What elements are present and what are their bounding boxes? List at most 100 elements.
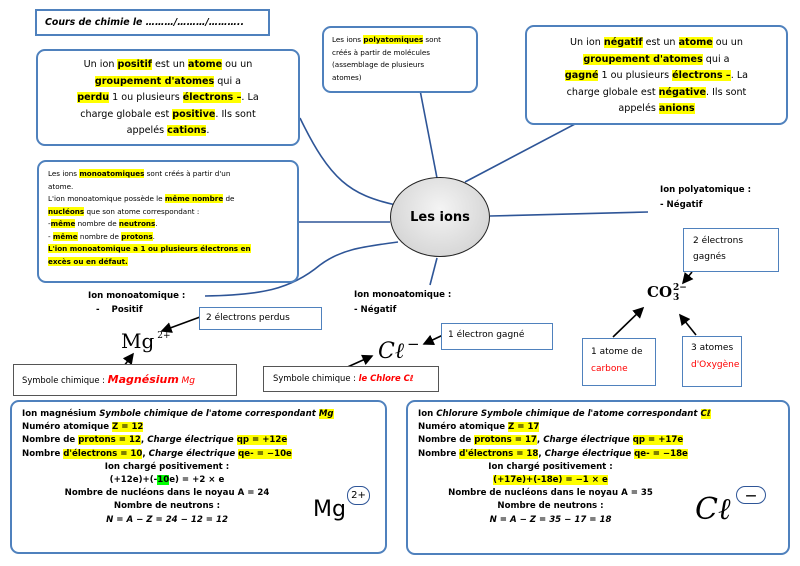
highlighted-term: atome [187,59,223,70]
highlighted-term: d'électrons = 10 [63,448,143,459]
negative-line-3: gagné 1 ou plusieurs électrons –. La [527,68,786,85]
line-to-negative-box [464,123,576,183]
text-segment: Les ions [48,169,80,178]
mg-detail-line-1: Ion magnésium Symbole chimique de l'atom… [22,408,385,421]
text-segment: . Ils sont [215,108,256,120]
positive-line-5: appelés cations. [38,123,298,140]
mono-line-8: excès ou en défaut. [48,256,128,266]
text-segment: appelés [618,103,659,114]
mono-negative-label: Ion monoatomique : - Négatif [354,288,451,318]
highlighted-term: anions [658,103,695,114]
text-segment: est un [642,37,679,48]
negative-line-2: groupement d'atomes qui a [527,52,786,69]
mono-line-2: atome. [48,181,74,191]
cl-detail-line-4: Nombre d'électrons = 18, Charge électriq… [418,448,788,461]
text-segment: Un ion [83,59,118,70]
text-segment: , [140,435,148,446]
text-segment: Chlorure [436,409,478,419]
center-node-les-ions: Les ions [390,177,490,257]
text-segment: 1 ou plusieurs [598,70,673,81]
mono-line-5: -même nombre de neutrons. [48,218,297,231]
co3-charge: 2− [673,283,687,293]
highlighted-term: même nombre [164,194,224,203]
cl-detail-line-5: Ion chargé positivement : [488,461,613,472]
cl-detail-line-9: N = A − Z = 35 − 17 = 18 [489,514,612,525]
poly-line-3: (assemblage de plusieurs [332,60,425,69]
arrow-carbon [612,306,645,338]
poly-line-1: Les ions polyatomiques sont [332,34,476,47]
poly-line-2: créés à partir de molécules [332,47,431,57]
highlighted-term: qe- = −18e [634,448,688,459]
mono-negative-sub: - Négatif [354,305,397,315]
poly-line-4: atomes) [332,72,362,82]
cl-detail-line-8: Nombre de neutrons : [497,501,604,512]
mg-charge: 2+ [157,331,171,341]
highlighted-term: neutrons [118,219,156,228]
text-segment: . [155,219,158,228]
mg-electrons-callout: 2 électrons perdus [199,307,322,330]
cl-symbol: Cℓ [378,339,404,364]
text-segment: - [48,219,51,228]
text-segment: 1 ou plusieurs [109,92,183,103]
line-to-mono-negative [429,257,438,286]
oxygen-box: 3 atomes d'Oxygène [682,336,742,387]
title-box: Cours de chimie le ………/………/……….. [35,9,270,36]
highlighted-term: groupement d'atomes [94,75,215,87]
highlighted-term: qp = +17e [632,435,684,446]
cl-symbol-name: le Chlore Cℓ [358,373,414,383]
highlighted-term: protons [121,231,153,241]
arrow-cl-electron [422,334,444,345]
highlighted-term: groupement d'atomes [583,53,703,65]
highlighted-term: négative [658,86,706,98]
highlighted-term: même [50,219,76,228]
highlighted-term: Cℓ [700,409,711,419]
highlighted-term: Z = 12 [112,422,144,433]
text-segment: de [223,194,235,203]
co3-subscript: 3 [673,293,680,303]
mono-line-7: L'ion monoatomique a 1 ou plusieurs élec… [48,244,251,253]
cl-ion-symbol: Cℓ− [378,335,420,364]
center-node-label: Les ions [410,209,470,225]
cl-detail-line-2: Numéro atomique Z = 17 [418,421,788,434]
mg-detail-box: Ion magnésium Symbole chimique de l'atom… [10,400,387,554]
mg-symbol-name: Magnésium [107,373,179,386]
text-segment: , [142,448,149,459]
text-segment: ou un [712,37,743,48]
text-segment: Nombre [22,448,64,459]
positive-line-2: groupement d'atomes qui a [38,74,298,91]
highlighted-term: protons = 12 [78,435,141,446]
mg-detail-line-3: Nombre de protons = 12, Charge électriqu… [22,434,385,447]
cl-big-symbol: Cℓ [695,492,731,527]
highlighted-term: électrons – [672,70,731,81]
highlighted-term: Z = 17 [508,422,540,433]
mono-line-1: Les ions monoatomiques sont créés à part… [48,168,297,181]
highlighted-term: positif [117,59,152,70]
highlighted-term: monoatomiques [79,169,145,178]
highlighted-term: positive [172,108,216,120]
mono-line-6: - même nombre de protons. [48,231,297,244]
mg-detail-line-6: (+12e)+(-10e) = +2 × e [109,475,225,486]
mono-positive-label: Ion monoatomique : - Positif [88,289,185,317]
mono-line-4: nucléons que son atome correspondant : [48,206,297,219]
monoatomic-info-box: Les ions monoatomiques sont créés à part… [37,160,299,283]
text-segment: qui a [702,53,730,65]
highlighted-term: électrons – [182,92,242,103]
text-segment: Nombre de [22,435,79,446]
text-segment: est un [151,59,188,70]
text-segment: . [152,231,155,241]
co3-electrons-callout: 2 électrons gagnés [683,228,779,272]
cl-symbol-prefix: Symbole chimique : [273,373,359,383]
text-segment: sont [423,35,441,44]
highlighted-term: qp = +12e [236,435,288,446]
mono-positive-sub: - Positif [96,305,143,315]
mg-symbol-box: Symbole chimique : Magnésium Mg [13,364,237,396]
mg-big-symbol: Mg [313,497,346,522]
text-segment: , [536,435,544,446]
mg-detail-line-5: Ion chargé positivement : [104,461,230,472]
highlighted-term: négatif [603,37,643,48]
text-segment: ou un [222,59,253,70]
text-segment: charge globale est [80,108,173,120]
cl-charge: − [407,335,420,353]
positive-line-1: Un ion positif est un atome ou un [38,57,298,74]
